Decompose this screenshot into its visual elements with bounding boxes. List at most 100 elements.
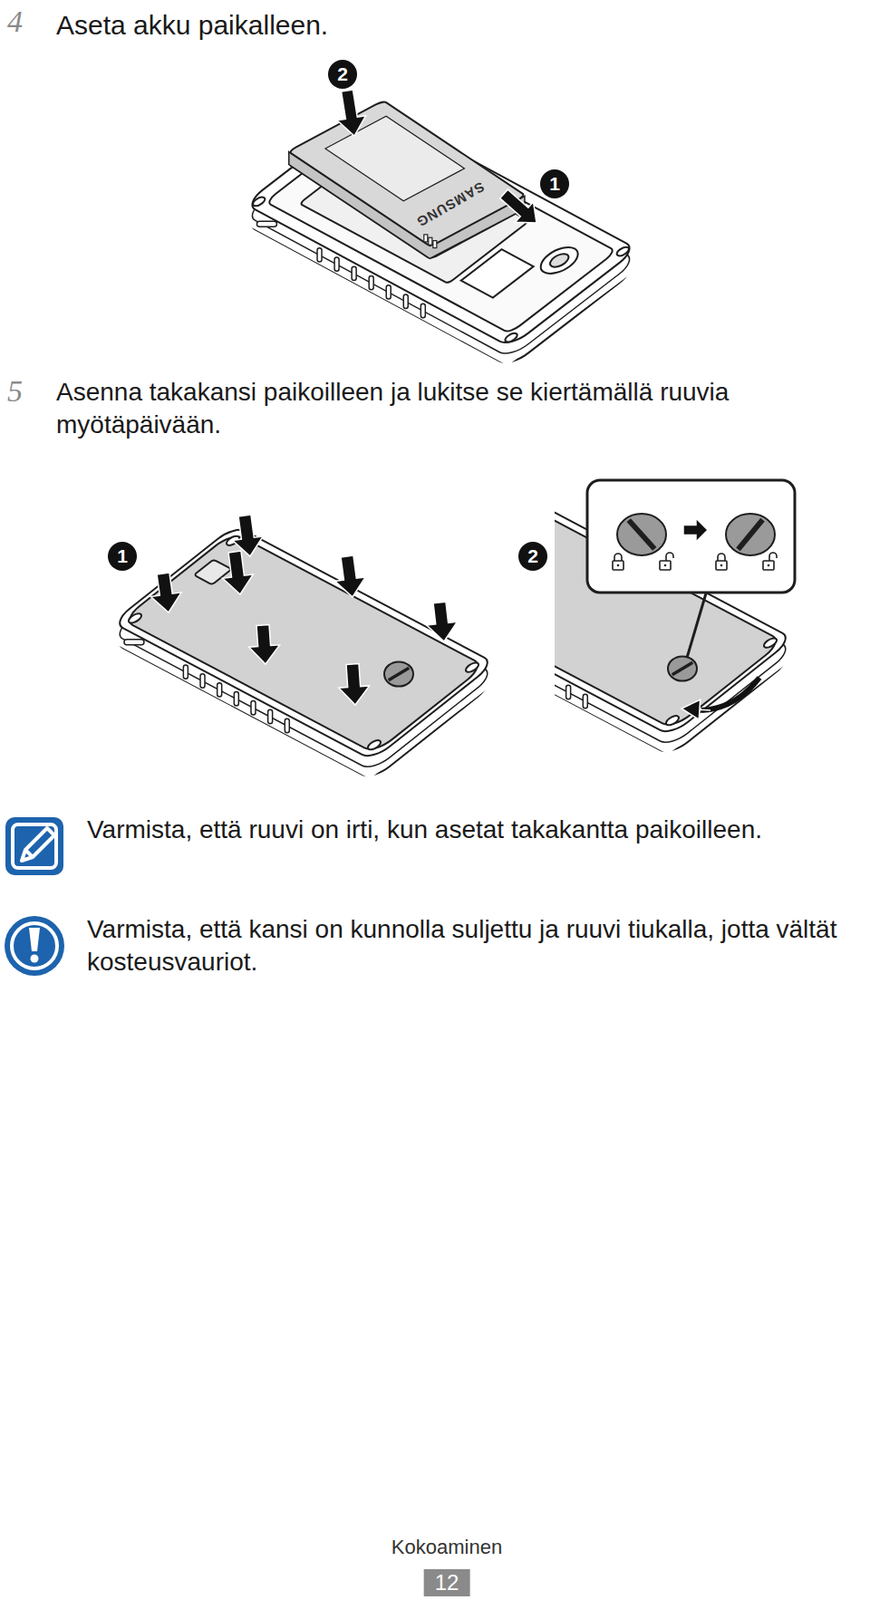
screw-socket-inner (546, 251, 573, 270)
side-ridge (183, 665, 188, 679)
screw (725, 513, 775, 556)
side-ridge (251, 700, 256, 715)
lock-keyhole (664, 564, 667, 568)
corner-hole (251, 195, 268, 207)
phone-body (112, 525, 495, 781)
callout-number: 1 (540, 169, 570, 199)
direction-arrow (335, 555, 367, 598)
side-ridge (368, 275, 374, 290)
battery-contact (428, 237, 433, 245)
direction-arrow (683, 518, 708, 542)
warning-icon-dot (30, 955, 39, 964)
cover-corner-hole (365, 739, 383, 752)
side-ridge (403, 294, 408, 309)
screw (617, 513, 667, 556)
note-text: Varmista, että ruuvi on irti, kun asetat… (87, 813, 863, 847)
battery (288, 100, 526, 260)
back-cover (122, 532, 485, 754)
direction-arrow (338, 664, 370, 706)
warning-text: Varmista, että kansi on kunnolla suljett… (87, 913, 867, 980)
screw-slot (737, 520, 763, 551)
instruction-text: Aseta akku paikalleen. (56, 7, 329, 43)
screw (667, 656, 697, 681)
cover-corner-hole (663, 715, 681, 727)
instruction-text: Asenna takakansi paikoilleen ja lukitse … (56, 376, 863, 443)
lock-keyhole (617, 564, 620, 568)
note-icon (5, 817, 64, 876)
battery-contact (424, 234, 428, 242)
screw-head (667, 656, 697, 681)
step-number: 5 (7, 371, 23, 412)
lock-shackle (614, 553, 622, 561)
side-ridge (386, 285, 391, 300)
lock-body (763, 560, 774, 571)
lock-icon (715, 553, 727, 571)
cover-corner-hole (761, 637, 779, 649)
card-slot (461, 249, 534, 299)
direction-arrow (426, 601, 458, 642)
lock-shackle (717, 553, 725, 561)
side-ridge (334, 257, 339, 271)
screw-socket (533, 242, 586, 279)
screw-head (617, 513, 667, 556)
side-button (256, 221, 277, 227)
side-ridge (200, 674, 205, 688)
battery-top (288, 100, 526, 247)
warning-icon (4, 916, 65, 977)
direction-arrow (150, 572, 182, 613)
lock-body (715, 560, 727, 571)
warning-icon-bar (29, 928, 40, 952)
page-number: 12 (424, 1569, 471, 1597)
lock-icon (612, 553, 624, 571)
direction-arrow (222, 551, 254, 595)
side-ridge (268, 709, 273, 724)
note-icon-pencil (21, 828, 55, 861)
direction-arrow (500, 189, 537, 223)
lock-body (659, 560, 671, 571)
lock-body (612, 560, 624, 571)
side-button (124, 639, 145, 646)
screw (384, 661, 414, 687)
screw-slot (672, 662, 693, 676)
side-ridge (582, 694, 588, 708)
callout-number: 2 (518, 541, 548, 571)
leader-line (686, 593, 706, 658)
notice-icons (4, 817, 65, 977)
side-ridge (351, 266, 357, 281)
lock-shackle (769, 552, 777, 561)
direction-arrow (337, 89, 367, 136)
step-number: 4 (7, 1, 23, 42)
screw-head (384, 661, 414, 687)
rotation-arrow (701, 677, 760, 711)
battery-contact (433, 241, 437, 249)
corner-hole (502, 331, 520, 343)
callout-number: 2 (328, 59, 358, 89)
lock-keyhole (720, 564, 724, 568)
side-ridge (317, 248, 322, 262)
lock-shackle (666, 552, 674, 561)
battery-face (288, 100, 526, 247)
side-ridge (217, 683, 223, 697)
direction-arrow (681, 699, 711, 720)
screw-slot (388, 667, 409, 681)
phone-top (112, 525, 495, 761)
screw-slot (628, 520, 656, 550)
unlock-icon (763, 552, 777, 571)
section-name: Kokoaminen (391, 1535, 503, 1562)
side-ridge (233, 692, 239, 706)
corner-hole (614, 245, 631, 257)
cover-corner-hole (125, 612, 144, 625)
unlock-icon (659, 552, 674, 571)
direction-arrow (249, 625, 281, 665)
warning-icon-ring (11, 923, 58, 969)
side-ridge (566, 685, 571, 699)
side-ridge (284, 718, 290, 733)
lock-keyhole (767, 564, 771, 568)
cover-illustration (112, 480, 795, 781)
screw-head (725, 513, 775, 556)
callout-number: 1 (107, 541, 137, 571)
battery-illustration (244, 89, 638, 368)
side-ridge (420, 303, 426, 318)
